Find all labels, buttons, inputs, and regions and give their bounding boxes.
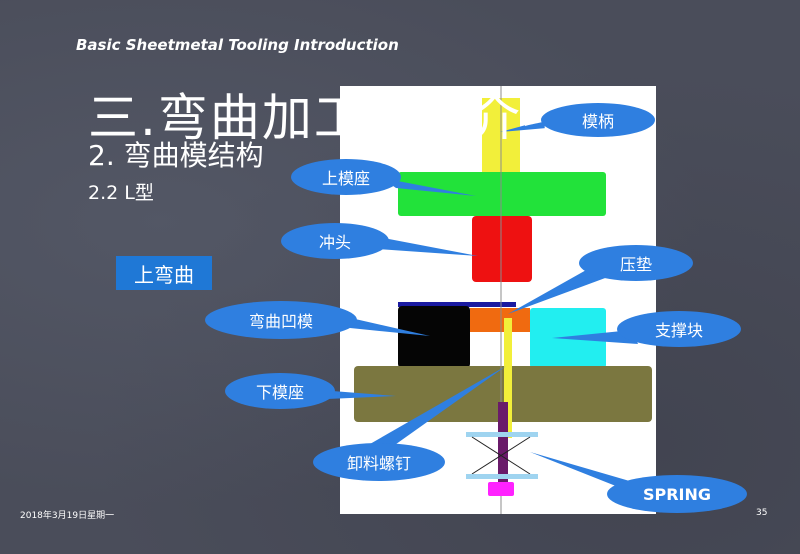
punch-part	[472, 216, 532, 282]
spring-nut-part	[488, 482, 514, 496]
callout-lower-die-seat-label: 下模座	[255, 383, 304, 402]
callout-upper-die-seat: 上模座	[290, 158, 402, 196]
upper-die-seat-part	[398, 172, 606, 216]
callout-stripper-bolt: 卸料螺钉	[312, 442, 446, 482]
slide-title: 三.弯曲加工模具介绍	[88, 89, 574, 147]
stripper-bolt-part	[498, 402, 508, 496]
bending-die-right-part	[426, 306, 470, 368]
footer-date: 2018年3月19日星期一	[20, 511, 115, 521]
callout-punch: 冲头	[280, 222, 390, 260]
callout-pressure-pad: 压垫	[578, 244, 694, 282]
callout-spring: SPRING	[606, 474, 748, 514]
callout-shank: 模柄	[540, 102, 656, 138]
callout-lower-die-seat: 下模座	[224, 372, 336, 410]
callout-stripper-bolt-label: 卸料螺钉	[346, 454, 411, 473]
bend-type-label: 上弯曲	[116, 256, 212, 290]
slide-subtitle: 2. 弯曲模结构	[88, 139, 264, 172]
spring-bottom-plate	[466, 474, 538, 479]
callout-bending-die-label: 弯曲凹模	[248, 312, 313, 331]
callout-shank-label: 模柄	[581, 112, 614, 131]
page-number: 35	[756, 508, 768, 518]
header-title: Basic Sheetmetal Tooling Introduction	[76, 36, 399, 54]
callout-bending-die: 弯曲凹模	[204, 300, 358, 340]
callout-upper-die-seat-label: 上模座	[321, 169, 370, 188]
support-block-part	[530, 308, 606, 368]
callout-punch-label: 冲头	[318, 233, 351, 252]
callout-support-block-label: 支撑块	[654, 321, 703, 340]
spring-top-plate	[466, 432, 538, 437]
sheet-metal-part	[398, 302, 516, 307]
callout-pressure-pad-label: 压垫	[619, 255, 652, 274]
callout-spring-label: SPRING	[642, 484, 712, 504]
callout-support-block: 支撑块	[616, 310, 742, 348]
stripper-rod-part	[504, 318, 512, 438]
pressure-pad-part	[470, 308, 530, 332]
section-title: 2.2 L型	[88, 182, 154, 204]
